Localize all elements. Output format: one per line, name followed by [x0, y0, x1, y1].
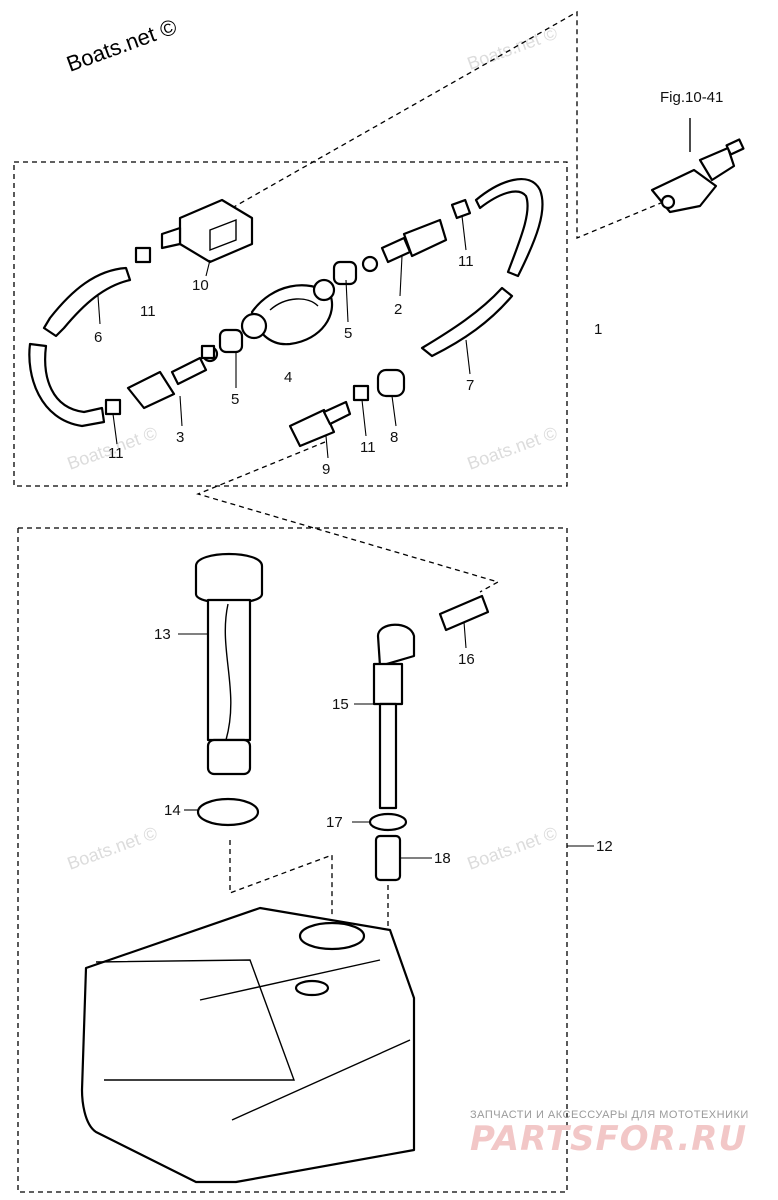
part-7-hose-lower [420, 286, 514, 358]
callout-4: 4 [284, 369, 292, 386]
engine-fuel-connector [650, 118, 745, 214]
part-14-oring [196, 797, 260, 827]
fuel-hose-assembly-frame [13, 161, 568, 487]
part-18-filter [374, 834, 402, 882]
part-11-nut-b [352, 384, 370, 402]
callout-5a: 5 [231, 391, 239, 408]
callout-6: 6 [94, 329, 102, 346]
part-17-seal [368, 812, 408, 832]
part-5-clamp-b [332, 260, 358, 286]
callout-12: 12 [596, 838, 613, 855]
part-9-fitting [288, 400, 352, 448]
part-11-nut-d [104, 398, 122, 416]
part-15-pickup-tube [372, 623, 416, 810]
callout-11d: 11 [108, 445, 124, 462]
callout-10: 10 [192, 277, 209, 294]
part-5-clamp-a [218, 328, 244, 354]
filler-leader [229, 840, 333, 915]
callout-11b: 11 [458, 253, 474, 270]
callout-11c: 11 [360, 439, 376, 456]
part-10-fuel-joint [160, 198, 254, 264]
part-11-nut-a [450, 198, 472, 220]
callout-13: 13 [154, 626, 171, 643]
fuel-tank [80, 906, 416, 1184]
callout-15: 15 [332, 696, 349, 713]
reference-label: Fig.10-41 [660, 89, 723, 106]
callout-8: 8 [390, 429, 398, 446]
part-2-connector [361, 218, 448, 273]
callout-3: 3 [176, 429, 184, 446]
part-11-nut-c [134, 246, 152, 264]
callout-2: 2 [394, 301, 402, 318]
watermark-3: Boats.net © [465, 423, 560, 474]
callout-7: 7 [466, 377, 474, 394]
footer-logo: PARTSFOR.RU [470, 1119, 747, 1159]
reference-leader [231, 10, 669, 239]
part-7-hose-upper [474, 178, 544, 278]
callouts: 1 2 3 4 5 5 6 7 8 9 10 11 11 11 11 11 12… [94, 253, 613, 867]
part-8-clamp [376, 368, 406, 398]
callout-16: 16 [458, 651, 475, 668]
callout-5b: 5 [344, 325, 352, 342]
watermark-4: Boats.net © [65, 823, 160, 874]
part-11-nut-e [200, 344, 216, 360]
part-4-primer-bulb [240, 278, 336, 346]
fuel-tank-assembly-frame [17, 527, 568, 1193]
callout-11a: 11 [140, 303, 156, 320]
part-6-hose [42, 266, 132, 338]
watermark-5: Boats.net © [465, 823, 560, 874]
part-6-hose-lower [28, 342, 106, 428]
callout-9: 9 [322, 461, 330, 478]
callout-leaders [97, 215, 594, 859]
callout-1: 1 [594, 321, 602, 338]
callout-18: 18 [434, 850, 451, 867]
watermarks: Boats.net © Boats.net © Boats.net © Boat… [65, 23, 560, 874]
part-16-connector [438, 594, 490, 632]
footer-tagline: ЗАПЧАСТИ И АКСЕССУАРЫ ДЛЯ МОТОТЕХНИКИ [470, 1109, 749, 1121]
brand-logo: Boats.net © [63, 14, 180, 77]
callout-14: 14 [164, 802, 181, 819]
part-13-fuel-gauge [194, 552, 264, 776]
connector-leader [196, 441, 500, 593]
callout-17: 17 [326, 814, 343, 831]
